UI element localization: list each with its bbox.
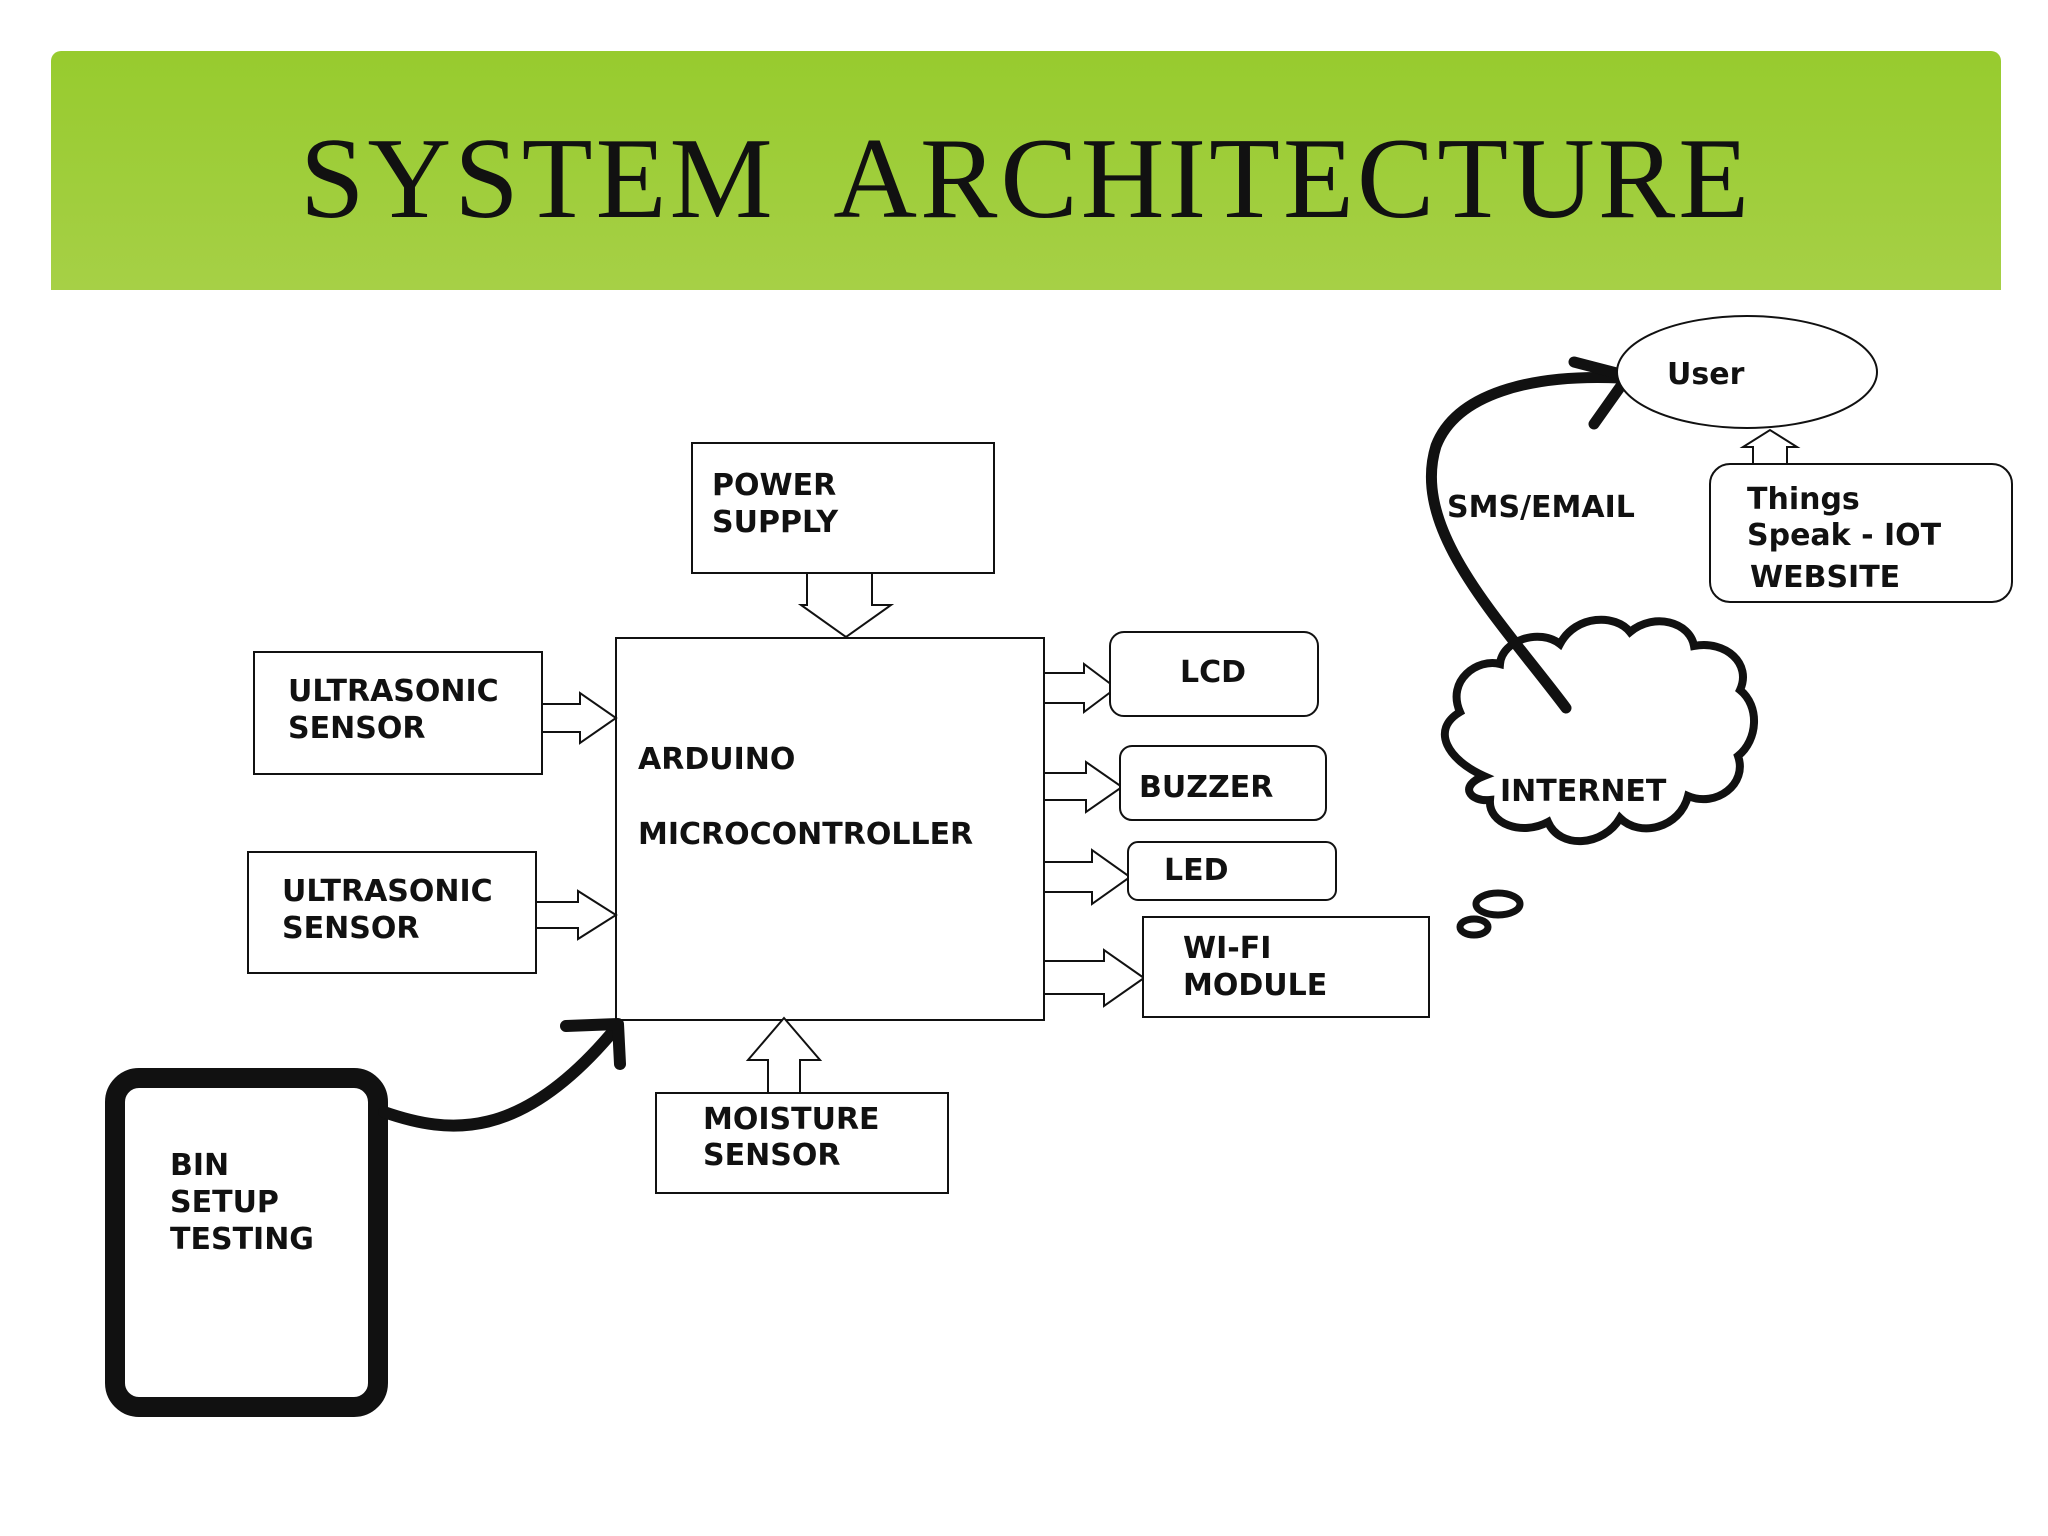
moisture-label-1: MOISTURE <box>703 1102 880 1137</box>
ultrasonic-1-to-arduino-arrow <box>541 691 618 745</box>
thingspeak-label-1: Things <box>1747 482 1860 517</box>
bin-label-3: TESTING <box>170 1222 314 1257</box>
ultrasonic-2-label-2: SENSOR <box>282 911 419 946</box>
arduino-to-buzzer-arrow <box>1043 760 1124 814</box>
sms-email-arrow <box>1425 372 1626 714</box>
arduino-label-2: MICROCONTROLLER <box>638 817 973 852</box>
ultrasonic-sensor-2-block: ULTRASONIC SENSOR <box>247 851 537 974</box>
bin-setup-block: BIN SETUP TESTING <box>105 1068 388 1417</box>
power-supply-label-1: POWER <box>712 468 836 503</box>
arduino-to-led-arrow <box>1043 848 1132 906</box>
moisture-label-2: SENSOR <box>703 1138 840 1173</box>
ultrasonic-1-label-2: SENSOR <box>288 711 425 746</box>
slide-title: SYSTEM ARCHITECTURE <box>299 115 1753 243</box>
wifi-module-block: WI-FI MODULE <box>1142 916 1430 1018</box>
thingspeak-label-2: Speak - IOT <box>1747 518 1942 553</box>
ultrasonic-1-label-1: ULTRASONIC <box>288 674 499 709</box>
buzzer-label: BUZZER <box>1139 770 1273 805</box>
sms-email-label: SMS/EMAIL <box>1447 490 1635 525</box>
buzzer-block: BUZZER <box>1119 745 1327 821</box>
ultrasonic-2-label-1: ULTRASONIC <box>282 874 493 909</box>
arduino-to-wifi-arrow <box>1043 948 1146 1008</box>
wifi-label-2: MODULE <box>1183 968 1327 1003</box>
title-banner: SYSTEM ARCHITECTURE <box>51 51 2001 290</box>
bin-to-arduino-arrow <box>378 1029 616 1132</box>
user-node: User <box>1616 315 1878 429</box>
thingspeak-to-user-arrow <box>1739 428 1801 465</box>
lcd-block: LCD <box>1109 631 1319 717</box>
led-block: LED <box>1127 841 1337 901</box>
arduino-label-1: ARDUINO <box>638 742 795 777</box>
arduino-block: ARDUINO MICROCONTROLLER <box>615 637 1045 1021</box>
moisture-sensor-block: MOISTURE SENSOR <box>655 1092 949 1194</box>
lcd-label: LCD <box>1180 655 1246 690</box>
led-label: LED <box>1164 853 1229 888</box>
internet-cloud <box>1440 615 1758 939</box>
thingspeak-label-3: WEBSITE <box>1750 560 1900 595</box>
thingspeak-block: Things Speak - IOT WEBSITE <box>1709 463 2013 603</box>
power-supply-block: POWER SUPPLY <box>691 442 995 574</box>
bin-label-2: SETUP <box>170 1185 279 1220</box>
power-supply-label-2: SUPPLY <box>712 505 839 540</box>
ultrasonic-2-to-arduino-arrow <box>535 889 618 941</box>
user-label: User <box>1667 357 1745 392</box>
bin-to-arduino-arrowhead <box>560 1018 626 1070</box>
ultrasonic-sensor-1-block: ULTRASONIC SENSOR <box>253 651 543 775</box>
moisture-to-arduino-arrow <box>745 1016 823 1094</box>
power-to-arduino-arrow <box>797 572 895 639</box>
arduino-to-lcd-arrow <box>1043 662 1118 714</box>
bin-label-1: BIN <box>170 1148 229 1183</box>
wifi-label-1: WI-FI <box>1183 931 1271 966</box>
internet-label: INTERNET <box>1500 774 1667 809</box>
